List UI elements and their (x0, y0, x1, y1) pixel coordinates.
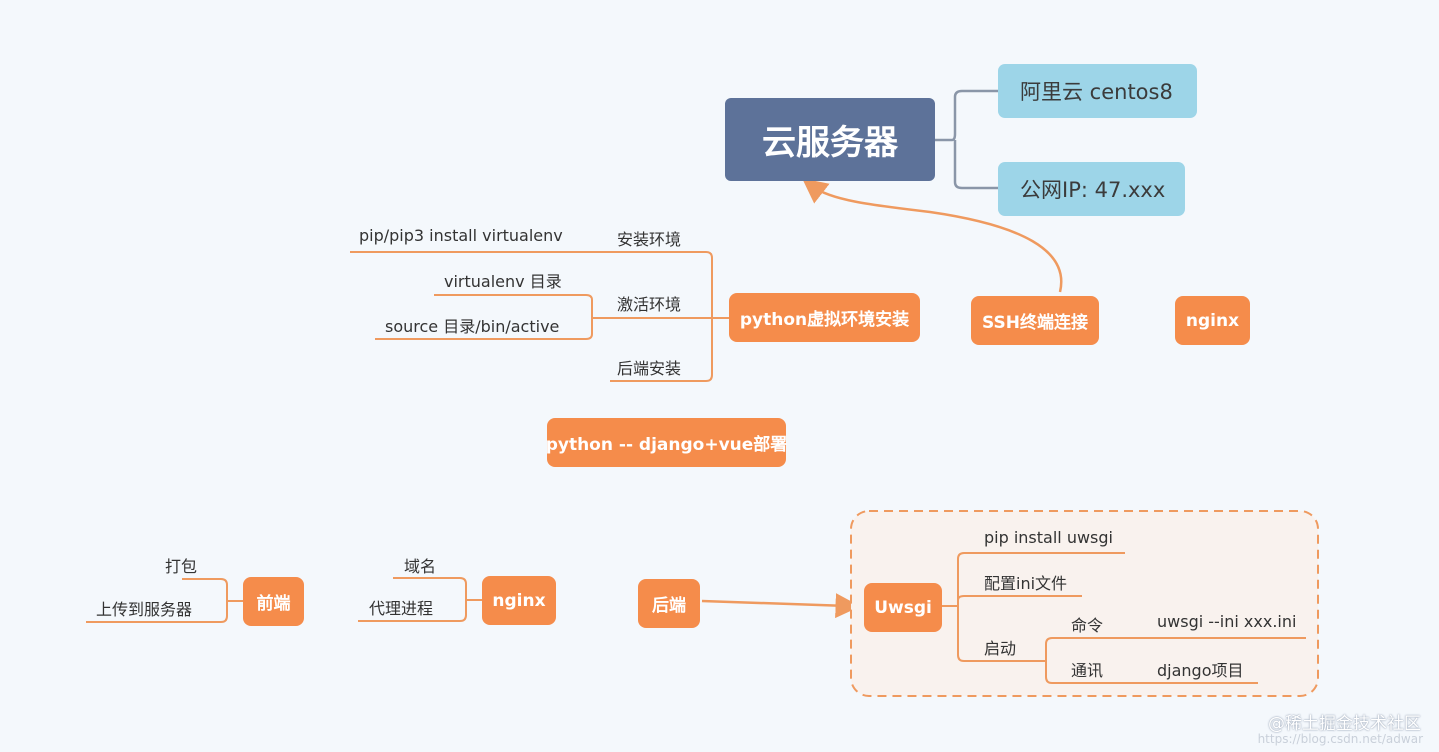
leaf-proxy-process: 代理进程 (369, 599, 434, 618)
leaf-domain: 域名 (404, 557, 437, 576)
node-frontend[interactable]: 前端 (243, 577, 304, 626)
leaf-config-ini: 配置ini文件 (984, 574, 1068, 593)
leaf-source-activate: source 目录/bin/active (385, 317, 560, 336)
label-command: 命令 (1071, 616, 1104, 635)
watermark-url: https://blog.csdn.net/adwar (1257, 732, 1423, 746)
node-nginx-bottom[interactable]: nginx (482, 576, 556, 625)
node-nginx-top[interactable]: nginx (1175, 296, 1250, 345)
leaf-pip-install-uwsgi: pip install uwsgi (984, 528, 1113, 547)
node-uwsgi[interactable]: Uwsgi (864, 583, 942, 632)
center-node-deploy[interactable]: python -- django+vue部署 (546, 418, 787, 467)
label-communication: 通讯 (1071, 661, 1104, 680)
node-ssh-terminal[interactable]: SSH终端连接 (971, 296, 1099, 345)
leaf-django-project: django项目 (1157, 661, 1244, 680)
leaf-virtualenv-dir: virtualenv 目录 (444, 272, 562, 291)
label-backend-install: 后端安装 (617, 359, 682, 378)
label-start: 启动 (984, 639, 1017, 658)
leaf-pip-install-virtualenv: pip/pip3 install virtualenv (359, 226, 563, 245)
label-activate-env: 激活环境 (617, 295, 682, 314)
node-python-venv-install[interactable]: python虚拟环境安装 (729, 293, 920, 342)
leaf-upload-server: 上传到服务器 (96, 600, 193, 619)
label-install-env: 安装环境 (617, 230, 682, 249)
leaf-uwsgi-ini-command: uwsgi --ini xxx.ini (1157, 612, 1297, 631)
node-backend[interactable]: 后端 (638, 579, 700, 628)
watermark: @稀土掘金技术社区 (1268, 714, 1421, 734)
root-node-cloud-server[interactable]: 云服务器 (725, 98, 935, 181)
leaf-package: 打包 (165, 557, 198, 576)
server-info-ip[interactable]: 公网IP: 47.xxx (998, 162, 1185, 216)
server-info-os[interactable]: 阿里云 centos8 (998, 64, 1197, 118)
